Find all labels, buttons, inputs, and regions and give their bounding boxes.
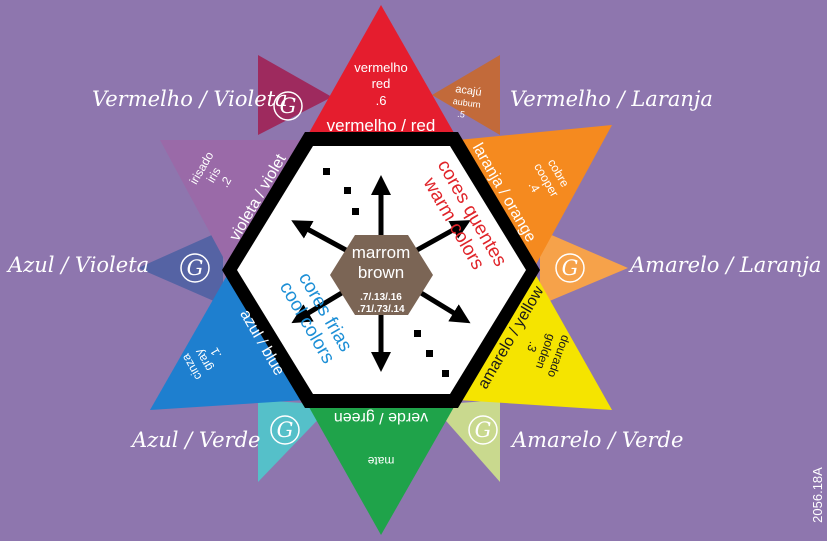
green-line1: mate — [367, 454, 394, 468]
triangle-blue-green — [258, 400, 332, 482]
triangle-green — [305, 400, 458, 535]
center-line1: marrom — [352, 243, 411, 262]
g-icon-blue-violet-text: G — [187, 256, 204, 280]
mix-yellow-orange: Amarelo / Laranja — [628, 253, 821, 277]
mix-yellow-green: Amarelo / Verde — [510, 428, 683, 452]
triangle-blue — [150, 270, 305, 410]
g-icon-blue-violet: G — [180, 253, 210, 283]
mix-blue-green: Azul / Verde — [130, 428, 260, 452]
yellow-code: .3 — [524, 340, 541, 354]
red-orange-line2: auburn — [452, 96, 481, 110]
center-hexagon — [330, 235, 433, 315]
g-icon-yellow-green-text: G — [475, 418, 492, 442]
reference-code: 2056.18A — [810, 467, 825, 523]
center-codes2: .71/.73/.14 — [357, 304, 405, 315]
red-orange-code: .5 — [457, 109, 466, 120]
red-line1: vermelho — [354, 60, 407, 75]
red-line2: red — [372, 76, 391, 91]
triangle-red-orange — [432, 55, 500, 135]
mix-red-orange: Vermelho / Laranja — [510, 87, 713, 111]
red-code: .6 — [376, 93, 387, 108]
g-icon-red-violet-text: G — [280, 94, 297, 118]
blue-label: cinza gray .1 — [178, 345, 224, 383]
red-orange-label: acajú auburn .5 — [452, 83, 483, 120]
g-icon-blue-green-text: G — [277, 418, 294, 442]
g-icon-yellow-orange: G — [555, 253, 585, 283]
violet-line2: iris — [204, 165, 224, 185]
center-line2: brown — [358, 263, 404, 282]
g-icon-blue-green: G — [270, 415, 300, 445]
red-orange-line1: acajú — [455, 83, 483, 99]
g-icon-red-violet: G — [273, 91, 303, 121]
g-icon-yellow-orange-text: G — [562, 256, 579, 280]
triangle-yellow-green — [432, 400, 500, 482]
mix-blue-violet: Azul / Violeta — [6, 253, 149, 277]
mix-red-violet: Vermelho / Violeta — [92, 87, 288, 111]
center-codes1: .7/.13/.16 — [360, 292, 402, 303]
triangle-yellow — [458, 270, 612, 410]
edge-top: vermelho / red — [327, 116, 436, 135]
violet-label: irisado iris .2 — [187, 149, 235, 190]
triangle-orange — [458, 125, 612, 270]
triangle-violet — [160, 140, 305, 270]
g-icon-yellow-green: G — [468, 415, 498, 445]
edge-bottom: verde / green — [334, 409, 428, 426]
dots — [323, 168, 449, 377]
triangle-red — [305, 5, 458, 140]
